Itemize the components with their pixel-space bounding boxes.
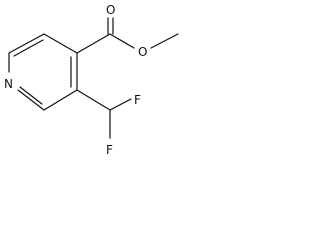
- bond-ring-c6-n-inner: [19, 86, 43, 105]
- bond-ring-c5-c6: [43, 89, 78, 111]
- bond-ring-c2-c3: [8, 33, 45, 54]
- bond-c4-carbonyl-c: [76, 33, 111, 54]
- bond-c5-chf2: [76, 89, 111, 111]
- atom-label-o-ester: O: [138, 45, 147, 59]
- bond-chf2-f-top: [109, 98, 132, 111]
- bond-carbonyl-c-o-ester: [109, 33, 135, 49]
- atom-label-f-top: F: [134, 93, 141, 107]
- bond-ring-c2-c3-inner: [13, 39, 44, 57]
- molecule-svg: N O O F F: [4, 3, 179, 157]
- bond-ring-c3-c4: [43, 33, 78, 54]
- bond-ring-c6-n: [17, 89, 45, 111]
- bond-o-ester-methyl: [150, 33, 179, 49]
- atom-label-o-carbonyl: O: [106, 3, 115, 17]
- atom-label-n: N: [4, 77, 13, 91]
- bonds: [8, 17, 179, 139]
- structure-diagram: N O O F F: [0, 0, 184, 178]
- atom-label-f-bottom: F: [106, 143, 113, 157]
